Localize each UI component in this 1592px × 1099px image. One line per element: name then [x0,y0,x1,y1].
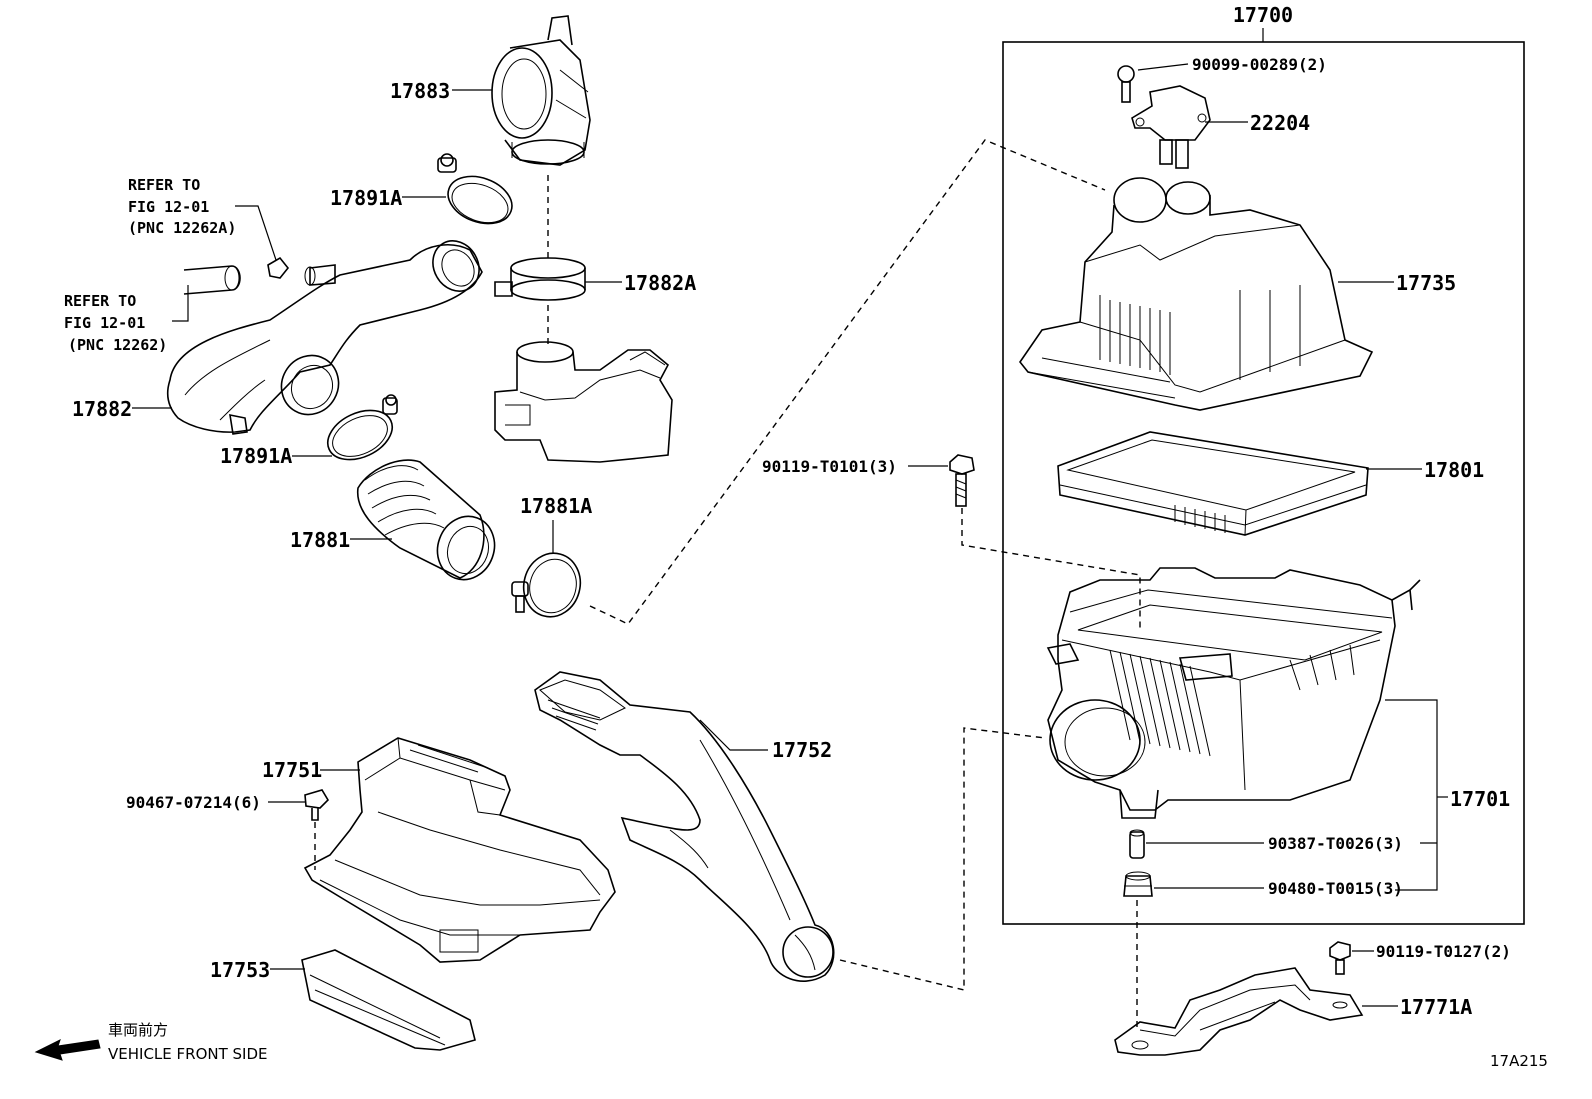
part-90467-clip [304,789,330,870]
label-22204: 22204 [1250,111,1310,135]
label-90119-t0101: 90119-T0101(3) [762,457,897,476]
ref2-line1: REFER TO [64,292,136,310]
part-17753-plate [301,949,476,1051]
part-17882-inlet-pipe [166,240,483,435]
label-17881: 17881 [290,528,350,552]
label-17891a-top: 17891A [330,186,402,210]
label-17891a-bottom: 17891A [220,444,292,468]
part-90480-grommet [1123,871,1153,897]
part-90119-t0127-bolt [1329,941,1351,975]
part-throttle-body [494,341,673,463]
label-17771a: 17771A [1400,995,1472,1019]
figure-code: 17A215 [1490,1052,1548,1070]
label-90099: 90099-00289(2) [1192,55,1327,74]
part-17881a-clamp [511,552,582,618]
part-17883-adapter [491,15,591,166]
label-17751: 17751 [262,758,322,782]
ref2-line3: (PNC 12262) [68,336,167,354]
part-17701-case [1046,567,1421,819]
direction-label-en: VEHICLE FRONT SIDE [108,1045,268,1063]
part-17882a-clamp [494,257,586,301]
front-direction-arrow-icon [34,1039,101,1061]
direction-label-jp: 車両前方 [108,1021,168,1039]
label-17883: 17883 [390,79,450,103]
ref1-line3: (PNC 12262A) [128,219,236,237]
part-90099-screw [1117,65,1135,103]
vehicle-front-indicator: 車両前方 VEHICLE FRONT SIDE [34,1021,268,1063]
label-17735: 17735 [1396,271,1456,295]
reference-note-1: REFER TO FIG 12-01 (PNC 12262A) [128,176,290,279]
part-17801-filter [1057,431,1369,536]
part-17771a-bracket [1114,967,1364,1056]
part-17735-cover [1019,177,1374,411]
label-90387: 90387-T0026(3) [1268,834,1403,853]
part-90387-collar [1129,829,1145,859]
reference-note-2: REFER TO FIG 12-01 (PNC 12262) [64,265,241,354]
dashed-connections [547,139,1141,1030]
label-17701: 17701 [1450,787,1510,811]
label-17752: 17752 [772,738,832,762]
label-17881a: 17881A [520,494,592,518]
part-17891a-upper-clamp [437,153,513,225]
ref2-line2: FIG 12-01 [64,314,145,332]
assembly-17700-frame [1002,41,1525,925]
label-90119-t0127: 90119-T0127(2) [1376,942,1511,961]
label-17882: 17882 [72,397,132,421]
part-17751-resonator [303,737,616,963]
label-17801: 17801 [1424,458,1484,482]
part-90119-t0101-bolt [949,454,975,507]
label-90480: 90480-T0015(3) [1268,879,1403,898]
label-90467: 90467-07214(6) [126,793,261,812]
part-17891a-lower-clamp [327,394,398,461]
ref1-line2: FIG 12-01 [128,198,209,216]
label-17882a: 17882A [624,271,696,295]
part-22204-sensor [1131,85,1211,169]
ref1-line1: REFER TO [128,176,200,194]
part-17752-duct [534,671,835,982]
label-17700: 17700 [1233,3,1293,27]
part-17881-hose [356,459,496,581]
label-17753: 17753 [210,958,270,982]
